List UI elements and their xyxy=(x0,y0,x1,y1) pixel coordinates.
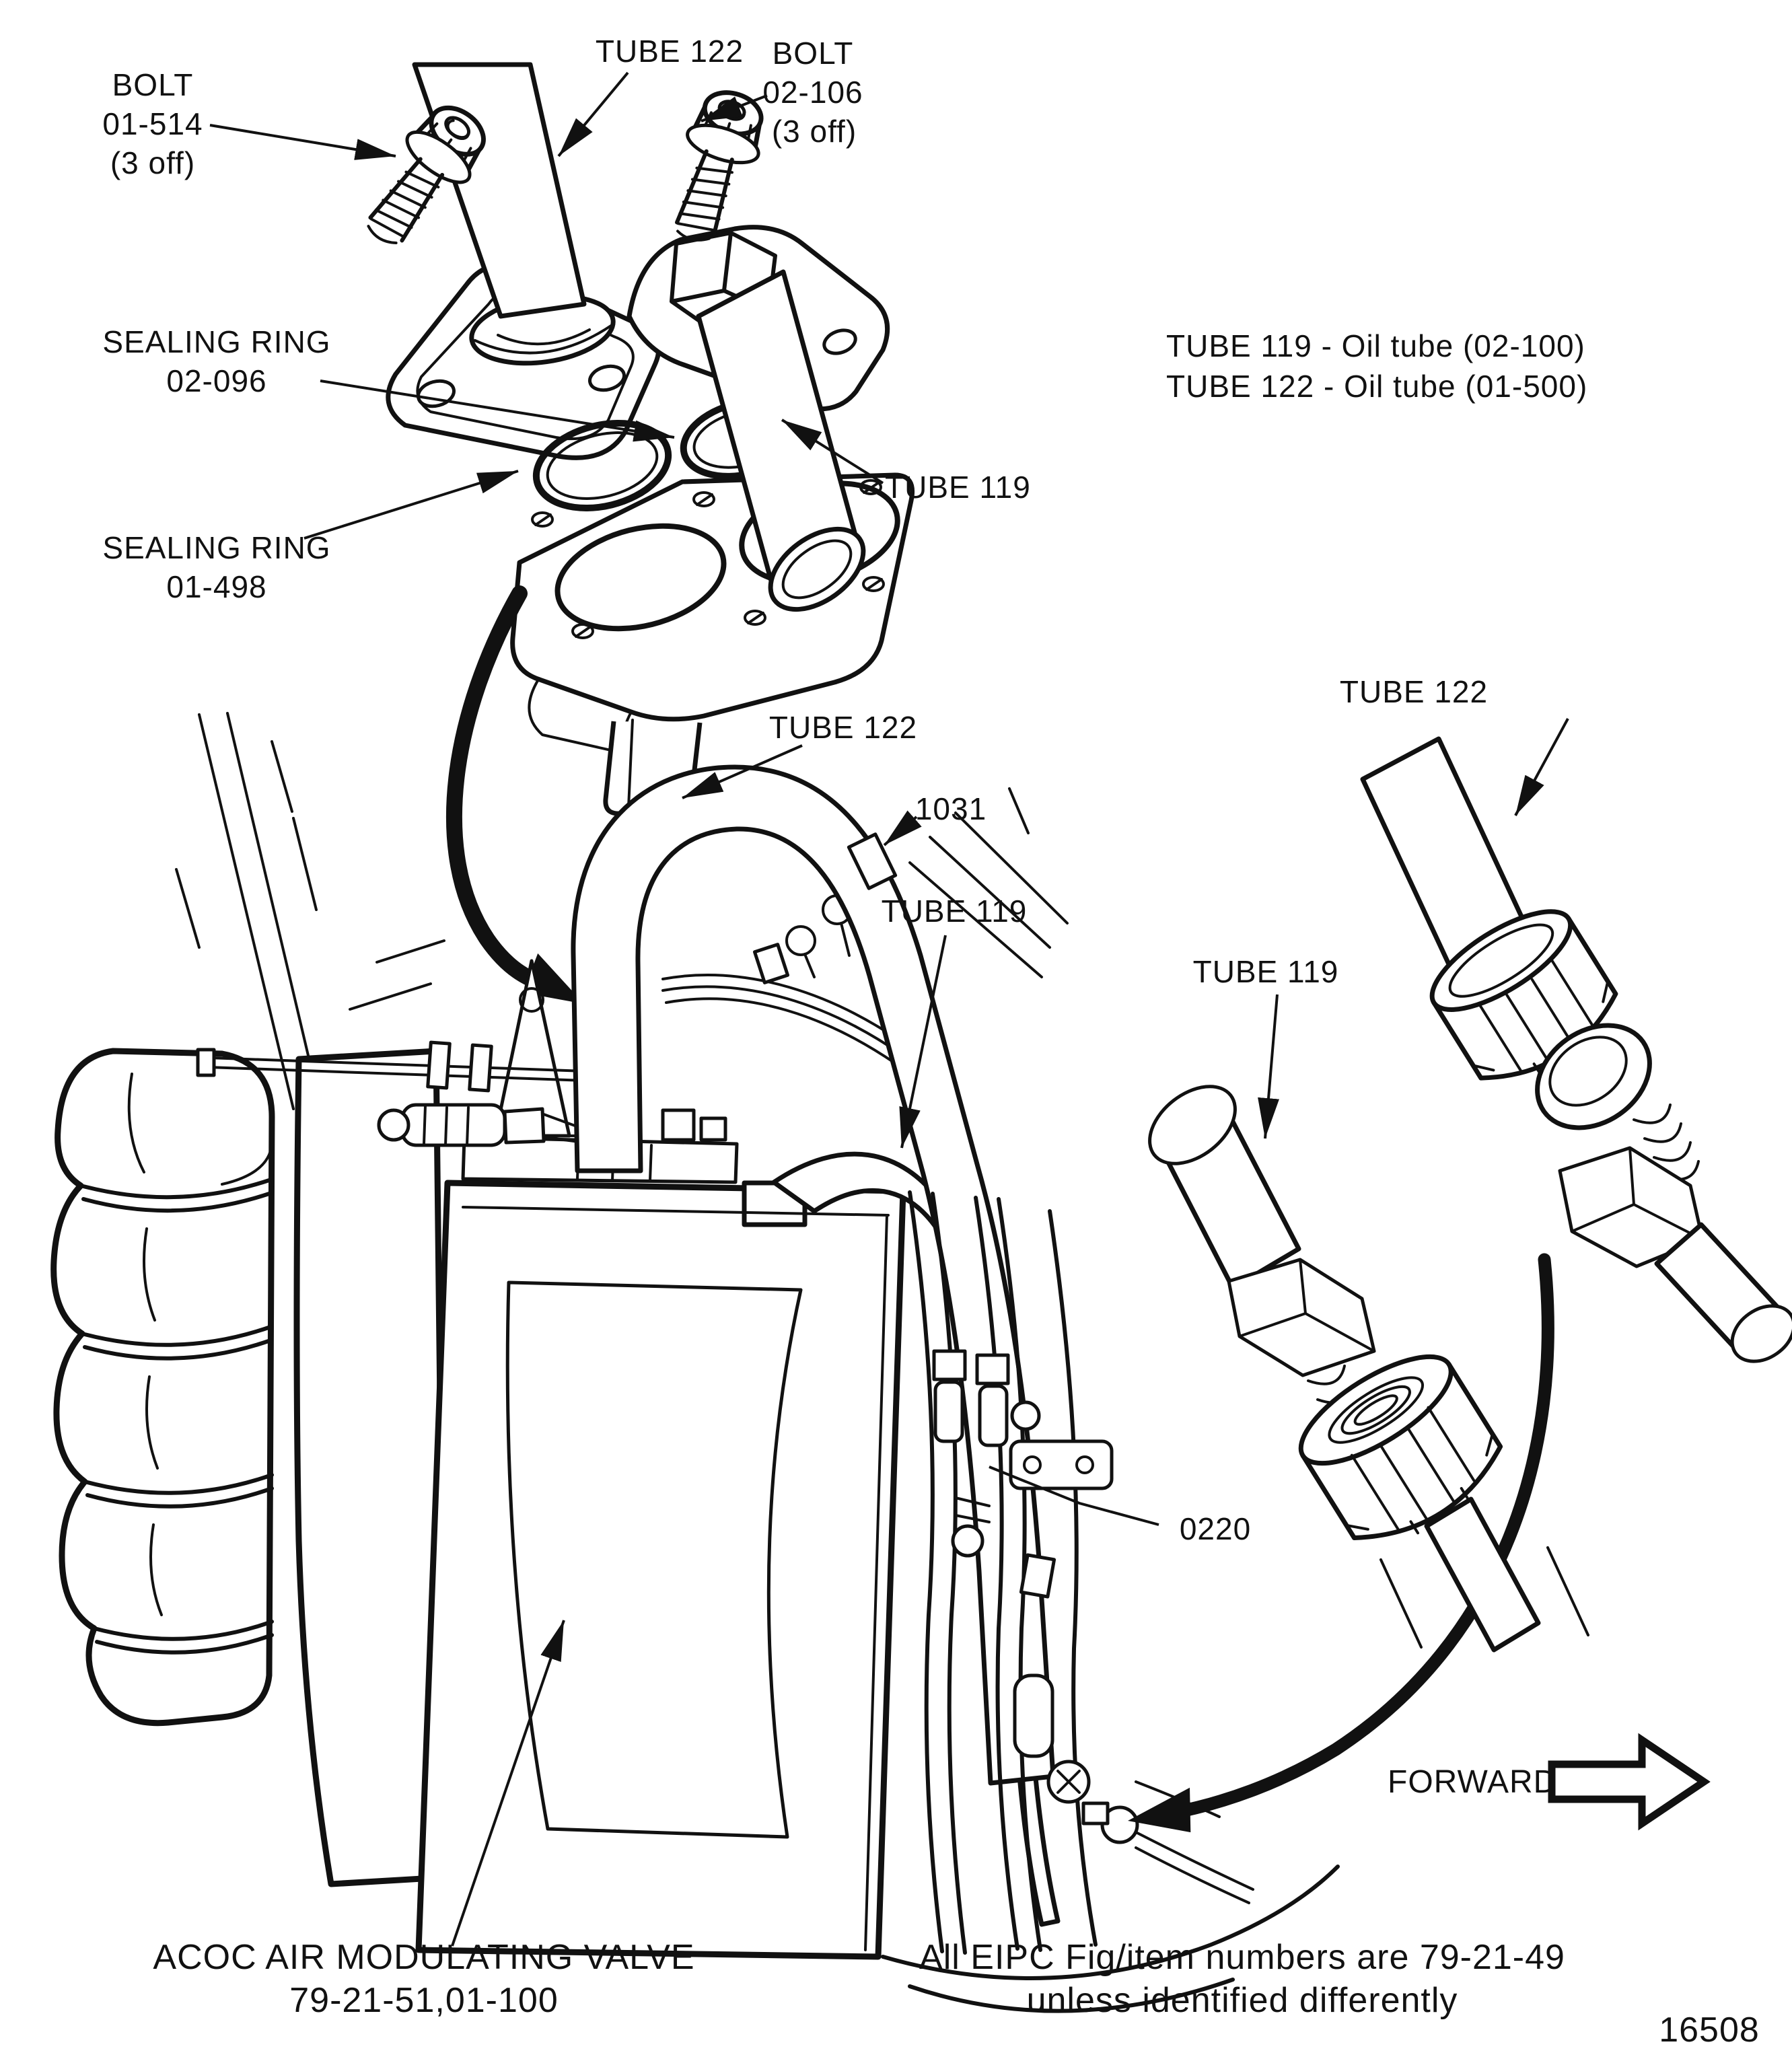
union-fitting-part xyxy=(1535,1023,1792,1363)
leader-sealing-ring-01-498 xyxy=(303,470,519,540)
label-tube-122-detail: TUBE 122 xyxy=(1340,674,1488,709)
caption-eipc-line2: unless identified differently xyxy=(1027,1981,1458,2020)
leader-tube-122-detail xyxy=(1514,718,1569,816)
tube-119-upper xyxy=(696,269,866,612)
main-assembly xyxy=(50,712,1554,2013)
sealing-ring-01-498-part xyxy=(532,419,672,512)
label-bolt-02-106-line2: 02-106 xyxy=(762,75,863,110)
tube-119-detail-part xyxy=(1148,1085,1589,1653)
label-bolt-02-106-line3: (3 off) xyxy=(772,114,857,149)
left-tank xyxy=(50,1048,275,1727)
caption-eipc-line1: All EIPC Fig/item numbers are 79-21-49 xyxy=(919,1938,1565,1977)
leader-lines xyxy=(209,71,1569,1947)
label-legend-line1: TUBE 119 - Oil tube (02-100) xyxy=(1166,328,1585,363)
label-0220: 0220 xyxy=(1180,1511,1251,1546)
label-sealing-ring-01-498-line1: SEALING RING xyxy=(102,530,330,565)
label-legend-line2: TUBE 122 - Oil tube (01-500) xyxy=(1166,369,1587,404)
caption-acoc-line2: 79-21-51,01-100 xyxy=(289,1981,559,2020)
leader-sealing-ring-02-096 xyxy=(320,379,675,442)
label-sealing-ring-02-096-line2: 02-096 xyxy=(166,363,266,398)
leader-tube-119-mid xyxy=(899,935,947,1149)
label-bolt-01-514-line2: 01-514 xyxy=(102,106,203,141)
label-forward: FORWARD xyxy=(1388,1764,1557,1800)
label-sealing-ring-02-096-line1: SEALING RING xyxy=(102,324,330,359)
label-sealing-ring-01-498-line2: 01-498 xyxy=(166,569,266,604)
caption-acoc-line1: ACOC AIR MODULATING VALVE xyxy=(153,1938,694,1977)
leader-tube-122-mid xyxy=(682,744,803,799)
label-tube-119-detail: TUBE 119 xyxy=(1193,954,1339,989)
label-tube-119-top: TUBE 119 xyxy=(885,470,1031,505)
route-direction-arrow xyxy=(1128,1253,1554,1833)
label-tube-122-mid: TUBE 122 xyxy=(769,710,917,745)
background-structure xyxy=(175,712,1069,1110)
leader-bolt-01-514 xyxy=(209,124,396,160)
hose-bundle xyxy=(661,894,906,1064)
left-rod-assembly xyxy=(196,1040,587,1147)
leader-1031 xyxy=(883,810,922,846)
text-labels: BOLT 01-514 (3 off) TUBE 122 BOLT 02-106… xyxy=(102,34,1760,2050)
leader-acoc-valve xyxy=(451,1620,565,1947)
leader-0220 xyxy=(989,1466,1159,1526)
leader-bolt-02-106 xyxy=(701,94,768,122)
label-tube-119-mid: TUBE 119 xyxy=(882,894,1028,929)
leader-tube-119-detail xyxy=(1258,994,1279,1139)
cowl-curves xyxy=(881,1865,1340,2013)
label-tube-122-top: TUBE 122 xyxy=(596,34,744,69)
leader-tube-119-top xyxy=(781,419,884,484)
fitting-details xyxy=(1148,736,1792,1653)
right-pipe-cluster xyxy=(908,1190,1254,1955)
label-bolt-01-514-line1: BOLT xyxy=(112,67,194,102)
acoc-valve-body xyxy=(415,1180,906,1960)
clamp-1031-part xyxy=(847,832,898,890)
label-bolt-01-514-line3: (3 off) xyxy=(110,145,195,180)
screw-holes xyxy=(531,479,885,639)
top-assembly xyxy=(349,62,915,1004)
label-1031: 1031 xyxy=(915,791,987,826)
label-bolt-02-106-line1: BOLT xyxy=(773,36,854,71)
forward-arrow-icon xyxy=(1548,1733,1711,1831)
leader-tube-122-top xyxy=(557,71,629,157)
tube-122-detail-part xyxy=(1360,736,1618,1081)
support-panel xyxy=(293,1048,449,1887)
figure-number: 16508 xyxy=(1659,2011,1760,2050)
